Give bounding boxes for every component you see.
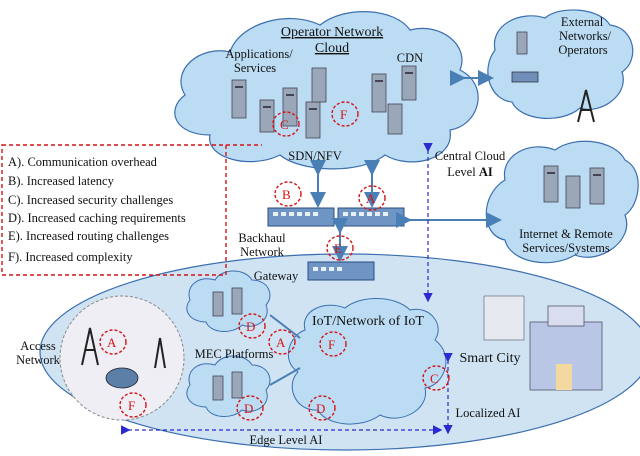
problem-markers [99,101,450,421]
external-label: External [561,15,604,29]
access-network-circle [59,295,185,421]
legend-box [1,144,227,276]
operator-cloud-title2: Cloud [315,41,349,56]
legend-item: C). Increased security challenges [8,193,173,207]
legend-item: D). Increased caching requirements [8,211,186,225]
applications-label2: Services [234,61,276,75]
smart-city-label: Smart City [459,351,520,366]
marker-a: A [107,335,117,350]
marker-e: E [334,241,342,256]
mec-cloud-top [186,270,271,332]
legend-item: A). Communication overhead [8,155,158,169]
tower-icon [577,89,595,123]
sdn-nfv-label: SDN/NFV [288,149,342,163]
iot-label: IoT/Network of IoT [312,314,424,329]
cdn-label: CDN [397,51,423,65]
gateway-label: Gateway [254,269,299,283]
localized-ai-label: Localized AI [456,406,521,420]
smart-city-icon [483,295,603,391]
applications-label: Applications/ [225,47,293,61]
satellite-dish-icon [105,367,139,389]
marker-c: C [430,371,439,386]
external-label2: Networks/ [559,29,612,43]
switch-ports [273,212,388,271]
marker-b: B [282,187,291,202]
access-tower2-icon [154,337,166,369]
central-cloud-label: Central Cloud [435,149,506,163]
legend-item: B). Increased latency [8,174,115,188]
operator-cloud-title: Operator Network [281,25,383,40]
mec-cloud-bottom [186,355,271,417]
mec-label: MEC Platforms [195,347,274,361]
marker-f: F [128,398,135,413]
legend-item: F). Increased complexity [8,250,133,264]
link-arrows [269,70,502,386]
marker-f: F [328,337,335,352]
access-label2: Network [16,353,60,367]
marker-d: D [244,401,253,416]
access-label: Access [20,339,56,353]
router-icon [511,71,539,83]
marker-f: F [340,107,347,122]
server-lights [235,72,601,176]
internet-label2: Services/Systems [522,241,610,255]
server-icons [212,31,605,401]
marker-d: D [316,401,325,416]
legend-item: E). Increased routing challenges [8,229,169,243]
marker-c: C [280,117,289,132]
marker-a: A [366,191,376,206]
internet-label: Internet & Remote [519,227,613,241]
backhaul-label2: Network [240,245,284,259]
marker-a: A [276,335,286,350]
external-label3: Operators [558,43,607,57]
edge-ai-label: Edge Level AI [250,433,323,447]
backhaul-label: Backhaul [238,231,286,245]
central-cloud-label2: Level AI [447,165,493,179]
access-tower-icon [81,327,99,366]
iot-cloud [287,298,447,425]
marker-d: D [246,319,255,334]
